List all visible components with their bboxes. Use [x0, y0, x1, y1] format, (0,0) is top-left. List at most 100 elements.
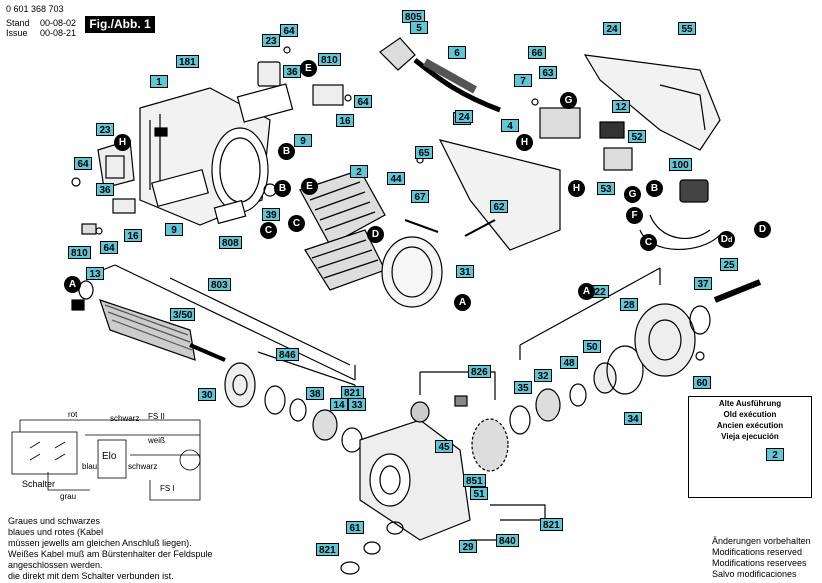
legend-line: Alte Ausführung: [718, 399, 782, 408]
part-tag-4: 4: [501, 119, 519, 132]
field-coil-drawing: [299, 169, 386, 291]
legend-part-tag: 2: [766, 448, 784, 461]
stand-date: 00-08-02: [40, 18, 77, 28]
wiring-note-line: die direkt mit dem Schalter verbunden is…: [8, 571, 174, 581]
callout-dd: Dd: [718, 231, 735, 248]
wire-schwarz-side: schwarz: [128, 462, 158, 471]
callout-c: C: [260, 222, 277, 239]
part-tag-45: 45: [435, 440, 453, 453]
part-tag-25: 25: [720, 258, 738, 271]
wiring-schematic-drawing: [11, 419, 201, 501]
part-tag-50: 50: [583, 340, 601, 353]
part-tag-13: 13: [86, 267, 104, 280]
wire-blau: blau: [82, 462, 98, 471]
wiring-note-line: angeschlossen werden.: [8, 560, 103, 570]
doc-number: 0 601 368 703: [6, 4, 64, 14]
callout-c: C: [288, 215, 305, 232]
modification-note: Änderungen vorbehalten Modifications res…: [712, 536, 811, 580]
armature-drawing: [71, 280, 226, 362]
part-tag-31: 31: [456, 265, 474, 278]
power-cable-drawing: [379, 37, 501, 113]
part-tag-826: 826: [468, 365, 491, 378]
part-tag-39: 39: [262, 208, 280, 221]
wiring-note-line: Weißes Kabel muß am Bürstenhalter der Fe…: [8, 549, 213, 559]
wire-weiss: weiß: [148, 436, 165, 445]
figure-label: Fig./Abb. 1: [85, 16, 155, 33]
callout-b: B: [274, 180, 291, 197]
callout-d: D: [367, 226, 384, 243]
callout-g: G: [624, 186, 641, 203]
stand-label: Stand: [6, 18, 30, 28]
handle-drawing: [438, 54, 721, 251]
part-tag-821: 821: [540, 518, 563, 531]
part-tag-3-50: 3/50: [170, 308, 196, 321]
part-tag-44: 44: [387, 172, 405, 185]
part-tag-810: 810: [318, 53, 341, 66]
part-tag-64: 64: [354, 95, 372, 108]
part-tag-61: 61: [346, 521, 364, 534]
wire-rot: rot: [68, 410, 78, 419]
callout-d: D: [754, 221, 771, 238]
part-tag-62: 62: [490, 200, 508, 213]
wiring-note-line: Graues und schwarzes: [8, 516, 101, 526]
part-tag-63: 63: [539, 66, 557, 79]
callout-a: A: [454, 294, 471, 311]
modification-note-line: Modifications reservees: [712, 558, 807, 568]
wire-grau: grau: [60, 492, 77, 501]
part-tag-9: 9: [294, 134, 312, 147]
part-tag-16: 16: [336, 114, 354, 127]
part-tag-64: 64: [74, 157, 92, 170]
part-tag-14: 14: [330, 398, 348, 411]
wiring-note-line: blaues und rotes (Kabel: [8, 527, 104, 537]
legend-line: Old exécution: [723, 410, 777, 419]
part-tag-33: 33: [348, 398, 366, 411]
issue-label: Issue: [6, 28, 28, 38]
part-tag-38: 38: [306, 387, 324, 400]
issue-date: 00-08-21: [40, 28, 77, 38]
part-tag-60: 60: [693, 376, 711, 389]
part-tag-16: 16: [124, 229, 142, 242]
fs1-label: FS I: [160, 484, 175, 493]
old-version-legend: Alte Ausführung Old exécution Ancien exé…: [688, 396, 812, 498]
part-tag-181: 181: [176, 55, 199, 68]
part-tag-36: 36: [283, 65, 301, 78]
part-tag-5: 5: [410, 21, 428, 34]
wiring-note: Graues und schwarzes blaues und rotes (K…: [8, 516, 212, 582]
part-tag-29: 29: [459, 540, 477, 553]
part-tag-66: 66: [528, 46, 546, 59]
part-tag-64: 64: [280, 24, 298, 37]
part-tag-52: 52: [628, 130, 646, 143]
callout-dd-sub: d: [727, 237, 733, 244]
callout-dd-main: D: [720, 234, 728, 245]
schalter-label: Schalter: [22, 479, 56, 489]
part-tag-64: 64: [100, 241, 118, 254]
callout-h: H: [114, 134, 131, 151]
part-tag-2: 2: [350, 165, 368, 178]
part-tag-30: 30: [198, 388, 216, 401]
callout-e: E: [301, 178, 318, 195]
part-tag-803: 803: [208, 278, 231, 291]
callout-b: B: [646, 180, 663, 197]
part-tag-12: 12: [612, 100, 630, 113]
part-tag-48: 48: [560, 356, 578, 369]
part-tag-23: 23: [262, 34, 280, 47]
part-tag-7: 7: [514, 74, 532, 87]
part-tag-821: 821: [316, 543, 339, 556]
gear-housing-drawing: [359, 419, 471, 541]
part-tag-24: 24: [603, 22, 621, 35]
part-tag-840: 840: [496, 534, 519, 547]
part-tag-6: 6: [448, 46, 466, 59]
legend-line: Vieja ejecución: [721, 432, 779, 441]
modification-note-line: Salvo modificaciones: [712, 569, 797, 579]
part-tag-1: 1: [150, 75, 168, 88]
callout-b: B: [278, 143, 295, 160]
callout-c: C: [640, 234, 657, 251]
part-tag-851: 851: [463, 474, 486, 487]
wiring-note-line: müssen jewells am gleichen Anschluß lieg…: [8, 538, 192, 548]
fs2-label: FS II: [148, 412, 165, 421]
modification-note-line: Modifications reserved: [712, 547, 803, 557]
part-tag-9: 9: [165, 223, 183, 236]
part-tag-23: 23: [96, 123, 114, 136]
